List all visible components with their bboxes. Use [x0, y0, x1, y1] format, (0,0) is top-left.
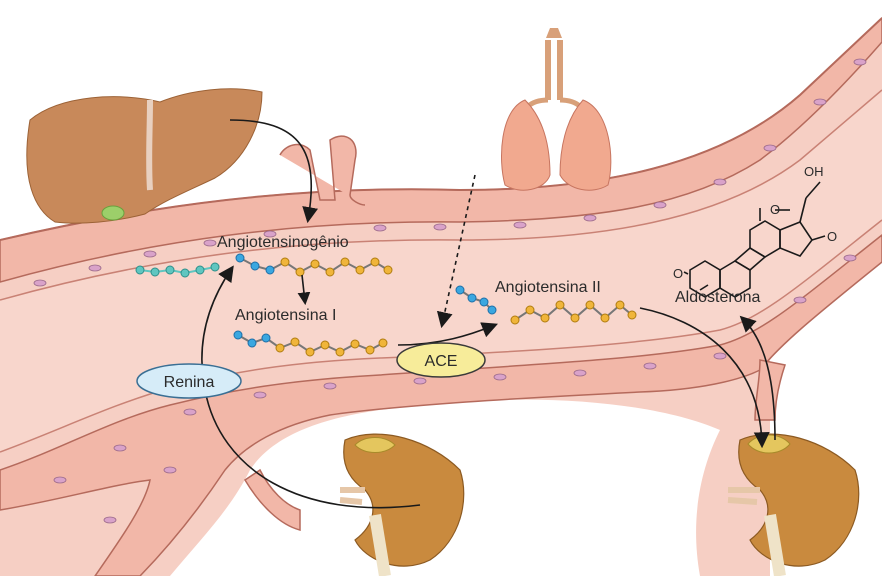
angiotensin-ii-label: Angiotensina II: [495, 279, 601, 296]
o-a-label: O: [673, 266, 683, 281]
ace-label: ACE: [425, 353, 458, 370]
angiotensinogen-label: Angiotensinogênio: [217, 234, 349, 251]
renin-label: Renina: [164, 374, 215, 391]
angiotensin-i-label: Angiotensina I: [235, 307, 336, 324]
kidney-icon: [340, 434, 464, 576]
ace-bubble: ACE: [397, 343, 485, 377]
oh-label: OH: [804, 164, 824, 179]
vessel-branch-kidney: [245, 470, 300, 530]
o-ketone-label: O: [827, 229, 837, 244]
renin-bubble: Renina: [137, 364, 241, 398]
lungs-icon: [502, 28, 611, 190]
aldosterone-label: Aldosterona: [675, 289, 760, 306]
gallbladder-icon: [102, 206, 124, 220]
o-ring-label: O: [770, 202, 780, 217]
vessel-branch-adrenal: [755, 360, 785, 420]
